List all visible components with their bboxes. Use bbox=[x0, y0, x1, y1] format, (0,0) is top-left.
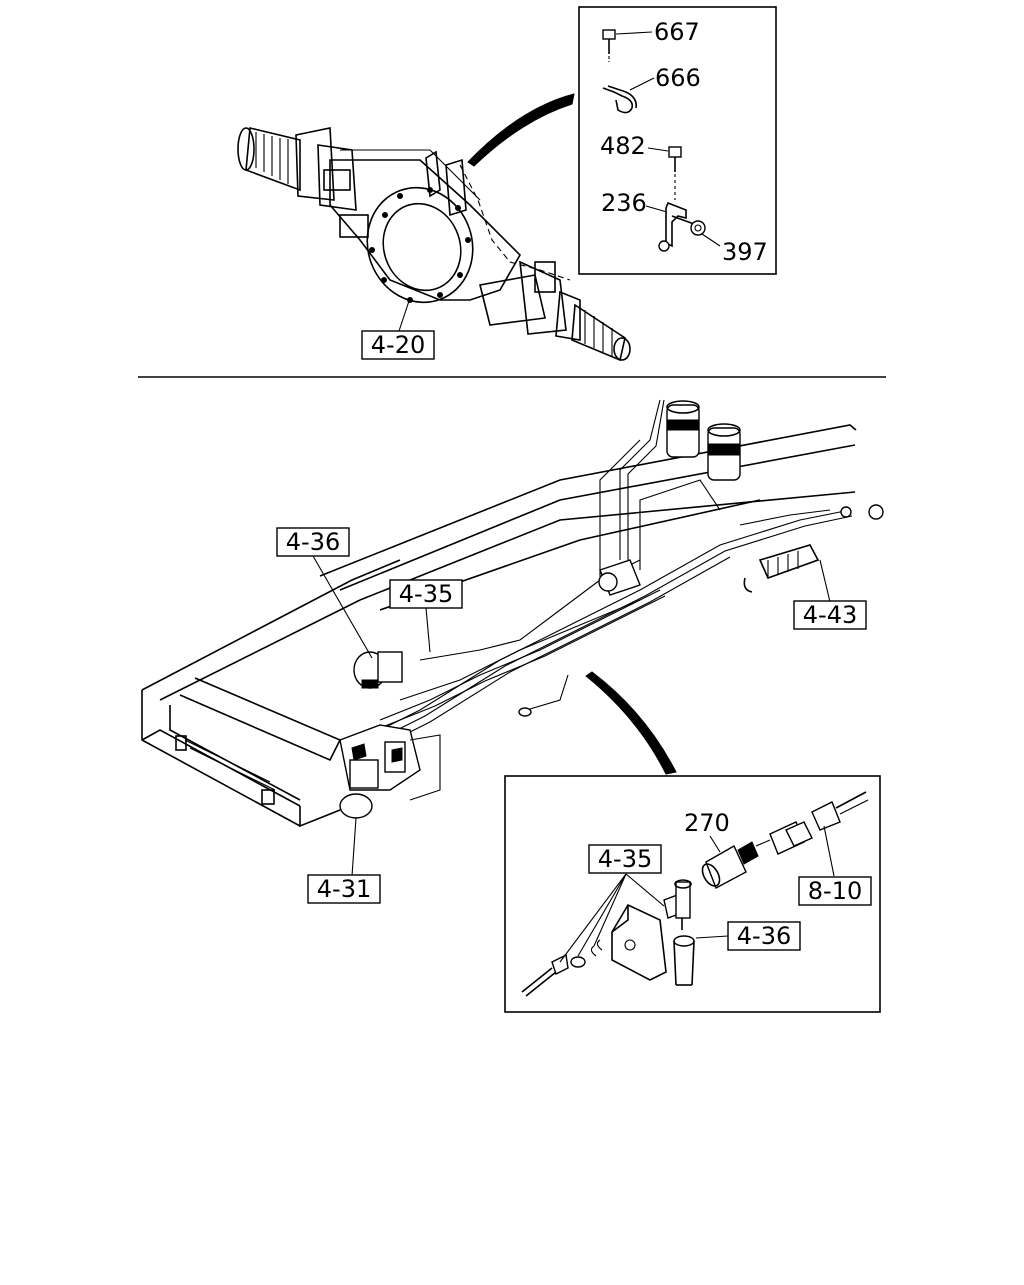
leader-4-20 bbox=[397, 297, 411, 335]
connector-icon bbox=[769, 791, 869, 855]
label-4-36-frame: 4-36 bbox=[276, 527, 350, 557]
leader-4-35-b bbox=[577, 873, 627, 957]
bracket-236-icon bbox=[658, 201, 695, 252]
label-666: 666 bbox=[655, 64, 701, 92]
label-4-43-text: 4-43 bbox=[803, 601, 857, 629]
leader-4-36-frame bbox=[312, 555, 373, 659]
leader-4-35-frame bbox=[425, 607, 431, 653]
mounting-bracket-icon bbox=[611, 903, 667, 981]
valve-assembly-icon bbox=[339, 724, 441, 819]
leader-4-36-detail bbox=[695, 935, 729, 939]
axle-hardware-detail-box: 667 666 482 236 397 bbox=[578, 6, 777, 275]
label-236: 236 bbox=[601, 189, 647, 217]
label-8-10-text: 8-10 bbox=[808, 877, 862, 905]
brake-chamber-icon bbox=[353, 651, 403, 689]
label-4-43: 4-43 bbox=[793, 600, 867, 630]
label-4-20-text: 4-20 bbox=[371, 331, 425, 359]
leader-4-31 bbox=[351, 817, 357, 877]
label-4-20: 4-20 bbox=[361, 330, 435, 360]
leader-4-35-d bbox=[625, 873, 665, 907]
leader-4-43 bbox=[819, 559, 831, 603]
chassis-frame-illustration bbox=[141, 399, 884, 828]
leader-4-35-c bbox=[593, 873, 627, 947]
label-4-35-detail: 4-35 bbox=[588, 844, 662, 874]
label-4-35-detail-text: 4-35 bbox=[598, 845, 652, 873]
label-270: 270 bbox=[684, 809, 730, 837]
tee-fitting-icon bbox=[663, 879, 692, 930]
label-4-36-frame-text: 4-36 bbox=[286, 528, 340, 556]
label-667: 667 bbox=[654, 18, 700, 46]
air-tank-icon bbox=[666, 400, 741, 481]
label-4-31-text: 4-31 bbox=[317, 875, 371, 903]
label-4-35-frame-text: 4-35 bbox=[399, 580, 453, 608]
rear-axle-illustration bbox=[237, 93, 631, 362]
label-4-31: 4-31 bbox=[307, 874, 381, 904]
clip-666-icon bbox=[602, 85, 637, 114]
label-8-10: 8-10 bbox=[798, 876, 872, 906]
label-4-36-detail: 4-36 bbox=[727, 921, 801, 951]
pressure-switch-270-icon bbox=[701, 839, 771, 889]
bolt-667-icon bbox=[602, 29, 616, 62]
bolt-482-icon bbox=[668, 146, 682, 200]
pressure-switch-detail-box: 270 4-35 8-10 4-36 bbox=[504, 775, 881, 1013]
leader-4-35-a bbox=[559, 873, 627, 963]
label-397: 397 bbox=[722, 238, 768, 266]
label-4-36-detail-text: 4-36 bbox=[737, 922, 791, 950]
nut-397-icon bbox=[690, 220, 706, 236]
label-482: 482 bbox=[600, 132, 646, 160]
leader-8-10 bbox=[823, 825, 835, 877]
label-4-35-frame: 4-35 bbox=[389, 579, 463, 609]
sleeve-icon bbox=[673, 935, 695, 986]
